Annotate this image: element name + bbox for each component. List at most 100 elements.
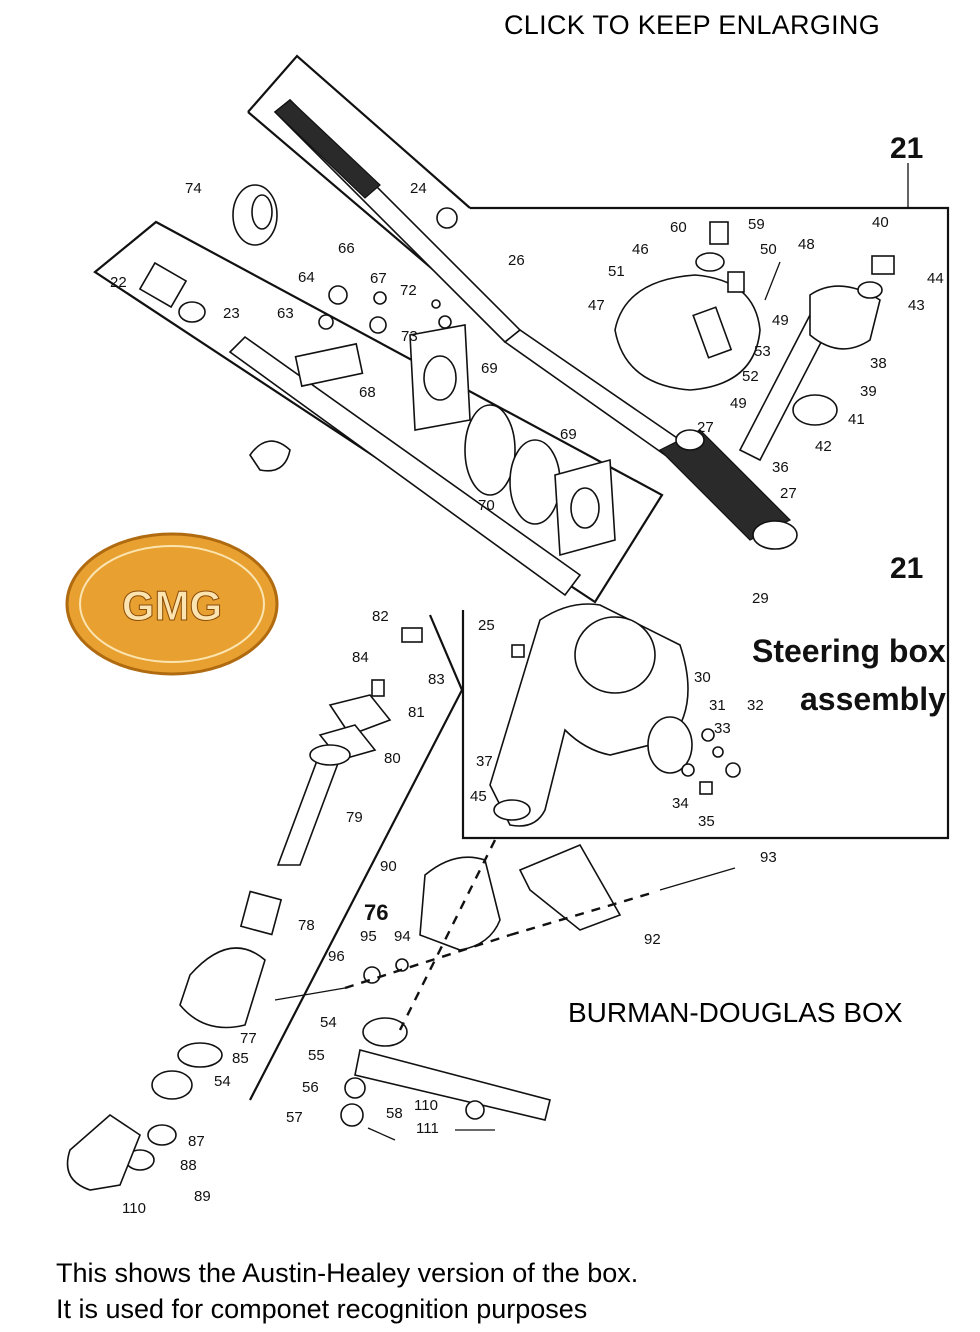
callout-54b: 54 bbox=[214, 1073, 231, 1090]
part-22-clamp bbox=[138, 261, 188, 309]
part-33-washer bbox=[712, 746, 724, 758]
callout-73: 73 bbox=[401, 328, 418, 345]
part-74-seal-hole bbox=[251, 194, 273, 230]
callout-38: 38 bbox=[870, 355, 887, 372]
part-67-bolt bbox=[373, 291, 387, 305]
callout-87: 87 bbox=[188, 1133, 205, 1150]
callout-27b: 27 bbox=[780, 485, 797, 502]
part-79-shaft-head bbox=[309, 744, 351, 766]
callout-72: 72 bbox=[400, 282, 417, 299]
assembly-title-line2: assembly bbox=[800, 681, 946, 717]
assembly-title-line1: Steering box bbox=[752, 633, 946, 669]
callout-89: 89 bbox=[194, 1188, 211, 1205]
callout-94: 94 bbox=[394, 928, 411, 945]
part-90-lever bbox=[419, 856, 501, 951]
callout-26: 26 bbox=[508, 252, 525, 269]
callout-58: 58 bbox=[386, 1105, 403, 1122]
part-75-clip bbox=[249, 440, 291, 472]
callout-68: 68 bbox=[359, 384, 376, 401]
part-44-nut bbox=[871, 255, 895, 275]
callout-27a: 27 bbox=[697, 419, 714, 436]
callout-66: 66 bbox=[338, 240, 355, 257]
callout-24: 24 bbox=[410, 180, 427, 197]
part-69-plate-upper-hole bbox=[423, 355, 457, 401]
callout-95: 95 bbox=[360, 928, 377, 945]
enlarge-link[interactable]: CLICK TO KEEP ENLARGING bbox=[504, 10, 881, 40]
callout-54a: 54 bbox=[320, 1014, 337, 1031]
part-63-nut bbox=[318, 314, 334, 330]
part-38-rocker-head bbox=[809, 285, 881, 350]
gmg-logo: GMG bbox=[65, 532, 279, 676]
callout-81: 81 bbox=[408, 704, 425, 721]
callout-49b: 49 bbox=[730, 395, 747, 412]
part-25-bolt bbox=[511, 644, 525, 658]
part-93-bolt bbox=[659, 867, 736, 891]
part-81-flange bbox=[328, 694, 392, 736]
callout-111: 111 bbox=[416, 1120, 439, 1137]
part-23-washer bbox=[178, 301, 206, 323]
steering-box-opening bbox=[574, 616, 656, 694]
part-57-nut bbox=[340, 1103, 364, 1127]
part-54-bush bbox=[151, 1070, 193, 1100]
part-96-bolt bbox=[274, 987, 346, 1001]
callout-78: 78 bbox=[298, 917, 315, 934]
part-82-ball-joint bbox=[401, 627, 423, 643]
alignment-line-2 bbox=[344, 933, 511, 990]
part-27-seal-b bbox=[752, 520, 798, 550]
callout-59: 59 bbox=[748, 216, 765, 233]
callout-67: 67 bbox=[370, 270, 387, 287]
part-59-plug bbox=[709, 221, 729, 245]
column-76-frame bbox=[249, 614, 464, 1101]
callout-110b: 110 bbox=[122, 1200, 146, 1217]
callout-74: 74 bbox=[185, 180, 202, 197]
callout-32: 32 bbox=[747, 697, 764, 714]
part-42-seal bbox=[792, 394, 838, 426]
callout-35: 35 bbox=[698, 813, 715, 830]
callout-55: 55 bbox=[308, 1047, 325, 1064]
assembly-ref-number-inner: 21 bbox=[890, 552, 923, 585]
alignment-line-1 bbox=[398, 839, 497, 1031]
callout-90: 90 bbox=[380, 858, 397, 875]
part-27-seal-a bbox=[675, 429, 705, 451]
part-94-nut bbox=[395, 958, 409, 972]
part-87-nut bbox=[147, 1124, 177, 1146]
part-60-washer bbox=[695, 252, 725, 272]
callout-70: 70 bbox=[478, 497, 495, 514]
callout-36: 36 bbox=[772, 459, 789, 476]
callout-96: 96 bbox=[328, 948, 345, 965]
part-73-nut bbox=[438, 315, 452, 329]
callout-52: 52 bbox=[742, 368, 759, 385]
steering-column-shaft bbox=[273, 98, 792, 541]
assembly-ref-number-top: 21 bbox=[890, 132, 923, 165]
part-70-gasket-a bbox=[464, 404, 516, 496]
callout-57: 57 bbox=[286, 1109, 303, 1126]
callout-80: 80 bbox=[384, 750, 401, 767]
part-55-drop-arm bbox=[354, 1049, 551, 1121]
callout-30: 30 bbox=[694, 669, 711, 686]
callout-22: 22 bbox=[110, 274, 127, 291]
part-110-nut bbox=[465, 1100, 485, 1120]
part-66-nut bbox=[369, 316, 387, 334]
callout-88: 88 bbox=[180, 1157, 197, 1174]
callout-93: 93 bbox=[760, 849, 777, 866]
callout-83: 83 bbox=[428, 671, 445, 688]
callout-33: 33 bbox=[714, 720, 731, 737]
part-64-nut bbox=[328, 285, 348, 305]
part-35-bolt bbox=[699, 781, 713, 795]
column-ref-number: 76 bbox=[364, 900, 388, 925]
callout-63: 63 bbox=[277, 305, 294, 322]
part-85-washer bbox=[177, 1042, 223, 1068]
callout-110a: 110 bbox=[414, 1097, 438, 1114]
callout-92: 92 bbox=[644, 931, 661, 948]
part-43-washer bbox=[857, 281, 883, 299]
part-50-nut bbox=[727, 271, 745, 293]
part-34-washer bbox=[681, 763, 695, 777]
callout-45: 45 bbox=[470, 788, 487, 805]
part-24-nut bbox=[436, 207, 458, 229]
part-95-nut bbox=[363, 966, 381, 984]
callout-48: 48 bbox=[798, 236, 815, 253]
part-84-bolt bbox=[371, 679, 385, 697]
callout-69a: 69 bbox=[481, 360, 498, 377]
callout-39: 39 bbox=[860, 383, 877, 400]
